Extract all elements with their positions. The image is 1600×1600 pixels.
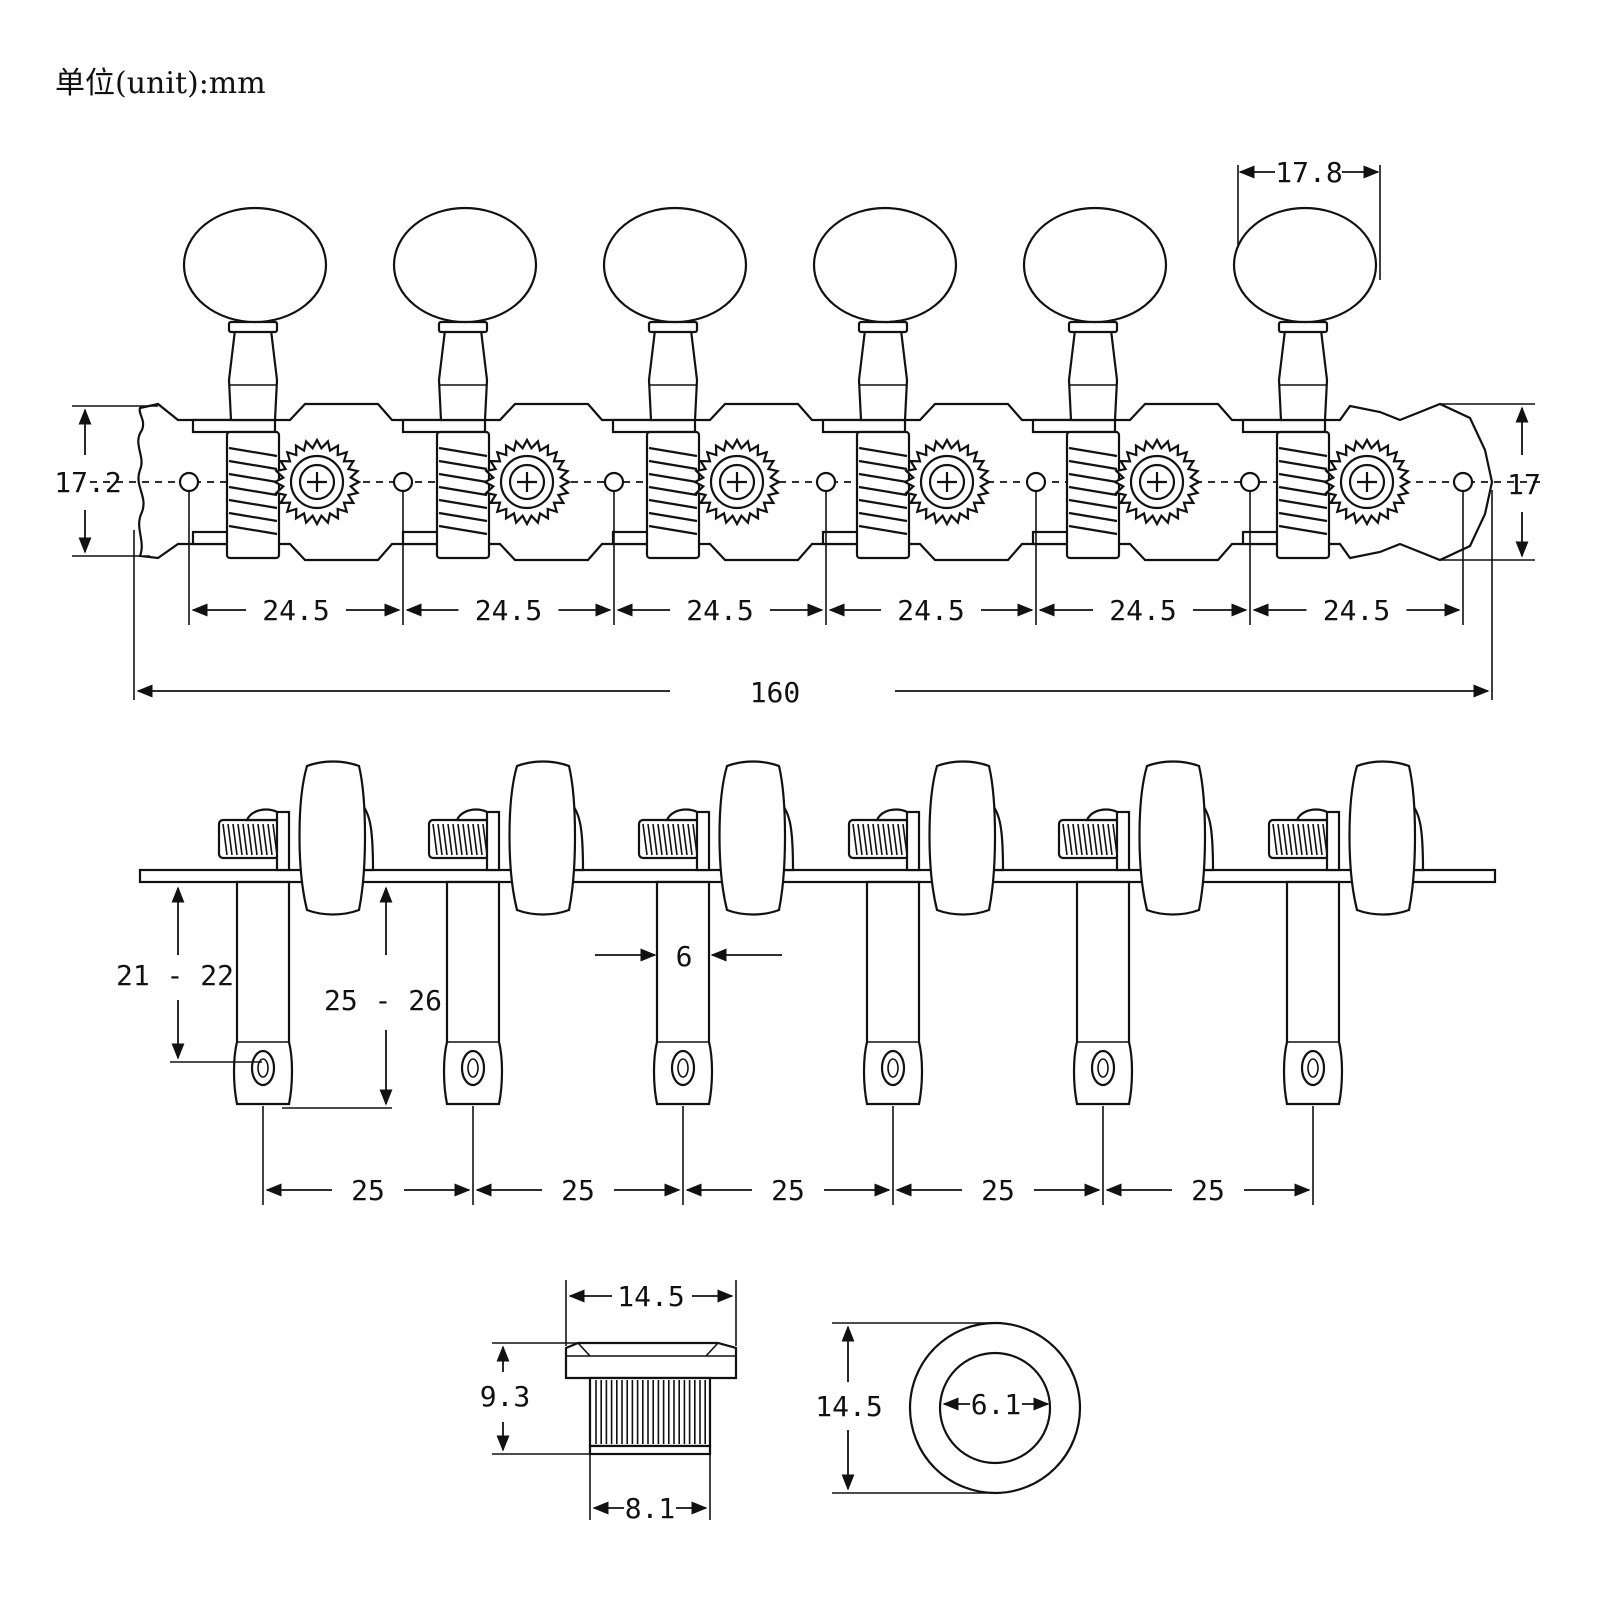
string-hole [460, 1049, 486, 1087]
mounting-hole [603, 471, 625, 493]
tuner-knob [182, 206, 328, 324]
washer-inner [938, 1351, 1052, 1465]
post-diameter-label: 6 [676, 940, 693, 973]
bushing-detail: 14.5 9.3 8.1 [480, 1280, 738, 1525]
mounting-hole [1452, 471, 1474, 493]
tuner-knob-side [1348, 760, 1417, 916]
screw-icon [727, 472, 747, 492]
post-length-long-label: 25 - 26 [324, 984, 442, 1017]
tuner-unit-top [392, 206, 572, 560]
string-post [862, 880, 924, 1106]
tuner-knob-side [928, 760, 997, 916]
mounting-hole [392, 471, 414, 493]
hole-spacing-label: 24.5 [1109, 594, 1176, 627]
string-hole [1090, 1049, 1116, 1087]
bushing-flange [564, 1341, 738, 1380]
tuner-knob [602, 206, 748, 324]
screw-icon [1357, 472, 1377, 492]
post-spacing-label: 25 [771, 1174, 805, 1207]
tuner-unit-top [1022, 206, 1202, 560]
tuner-unit-side [1267, 760, 1425, 1106]
screw-icon [517, 472, 537, 492]
tuner-unit-side [217, 760, 375, 1106]
tuner-unit-side [847, 760, 1005, 1106]
post-length-short-label: 21 - 22 [116, 959, 234, 992]
tuner-unit-top [1232, 206, 1412, 560]
hole-spacing-label: 24.5 [686, 594, 753, 627]
string-post [232, 880, 294, 1106]
string-hole [250, 1049, 276, 1087]
hole-spacing-label: 24.5 [262, 594, 329, 627]
string-hole [670, 1049, 696, 1087]
string-post [652, 880, 714, 1106]
washer-outer-diameter-label: 14.5 [815, 1390, 882, 1423]
post-spacing-label: 25 [351, 1174, 385, 1207]
post-spacing-label: 25 [1191, 1174, 1225, 1207]
screw-icon [937, 472, 957, 492]
tuner-knob [392, 206, 538, 324]
washer-detail: 14.5 6.1 [815, 1321, 1082, 1495]
tuner-knob [1232, 206, 1378, 324]
tuner-unit-top [602, 206, 782, 560]
tuner-knob-side [1138, 760, 1207, 916]
mounting-hole [1239, 471, 1261, 493]
side-view: 21 - 22 25 - 26 6 25 25 25 25 25 [116, 760, 1497, 1207]
tuner-unit-side [637, 760, 795, 1106]
mounting-hole [178, 471, 200, 493]
string-hole [880, 1049, 906, 1087]
bushing-shank [588, 1376, 712, 1448]
screw-icon [1147, 472, 1167, 492]
tuner-knob-side [508, 760, 577, 916]
string-hole [1300, 1049, 1326, 1087]
string-post [442, 880, 504, 1106]
tuner-unit-top [182, 206, 362, 560]
tuner-knob [812, 206, 958, 324]
tuner-plate [137, 402, 1494, 562]
knob-width-label: 17.8 [1275, 156, 1342, 189]
plate-height-left-label: 17.2 [54, 466, 121, 499]
tuner-unit-side [427, 760, 585, 1106]
overall-length-label: 160 [750, 676, 801, 709]
tuner-knob-side [298, 760, 367, 916]
tuner-knob-side [718, 760, 787, 916]
string-post [1282, 880, 1344, 1106]
tuner-unit-top [812, 206, 992, 560]
bushing-height-label: 9.3 [480, 1380, 531, 1413]
mounting-hole [1025, 471, 1047, 493]
mounting-hole [815, 471, 837, 493]
unit-label: 单位(unit):mm [55, 66, 266, 101]
hole-spacing-label: 24.5 [475, 594, 542, 627]
washer-inner-diameter-label: 6.1 [971, 1388, 1022, 1421]
hole-spacing-label: 24.5 [1323, 594, 1390, 627]
post-spacing-label: 25 [561, 1174, 595, 1207]
top-view: 17.8 17.2 17 24.5 24.5 24.5 24.5 24.5 24.5 16… [54, 156, 1545, 709]
tuner-knob [1022, 206, 1168, 324]
plate-height-right-label: 17 [1507, 468, 1541, 501]
bushing-flange-diameter-label: 14.5 [617, 1280, 684, 1313]
bushing-shank-diameter-label: 8.1 [625, 1492, 676, 1525]
post-spacing-label: 25 [981, 1174, 1015, 1207]
hole-spacing-label: 24.5 [897, 594, 964, 627]
tuner-unit-side [1057, 760, 1215, 1106]
screw-icon [307, 472, 327, 492]
string-post [1072, 880, 1134, 1106]
